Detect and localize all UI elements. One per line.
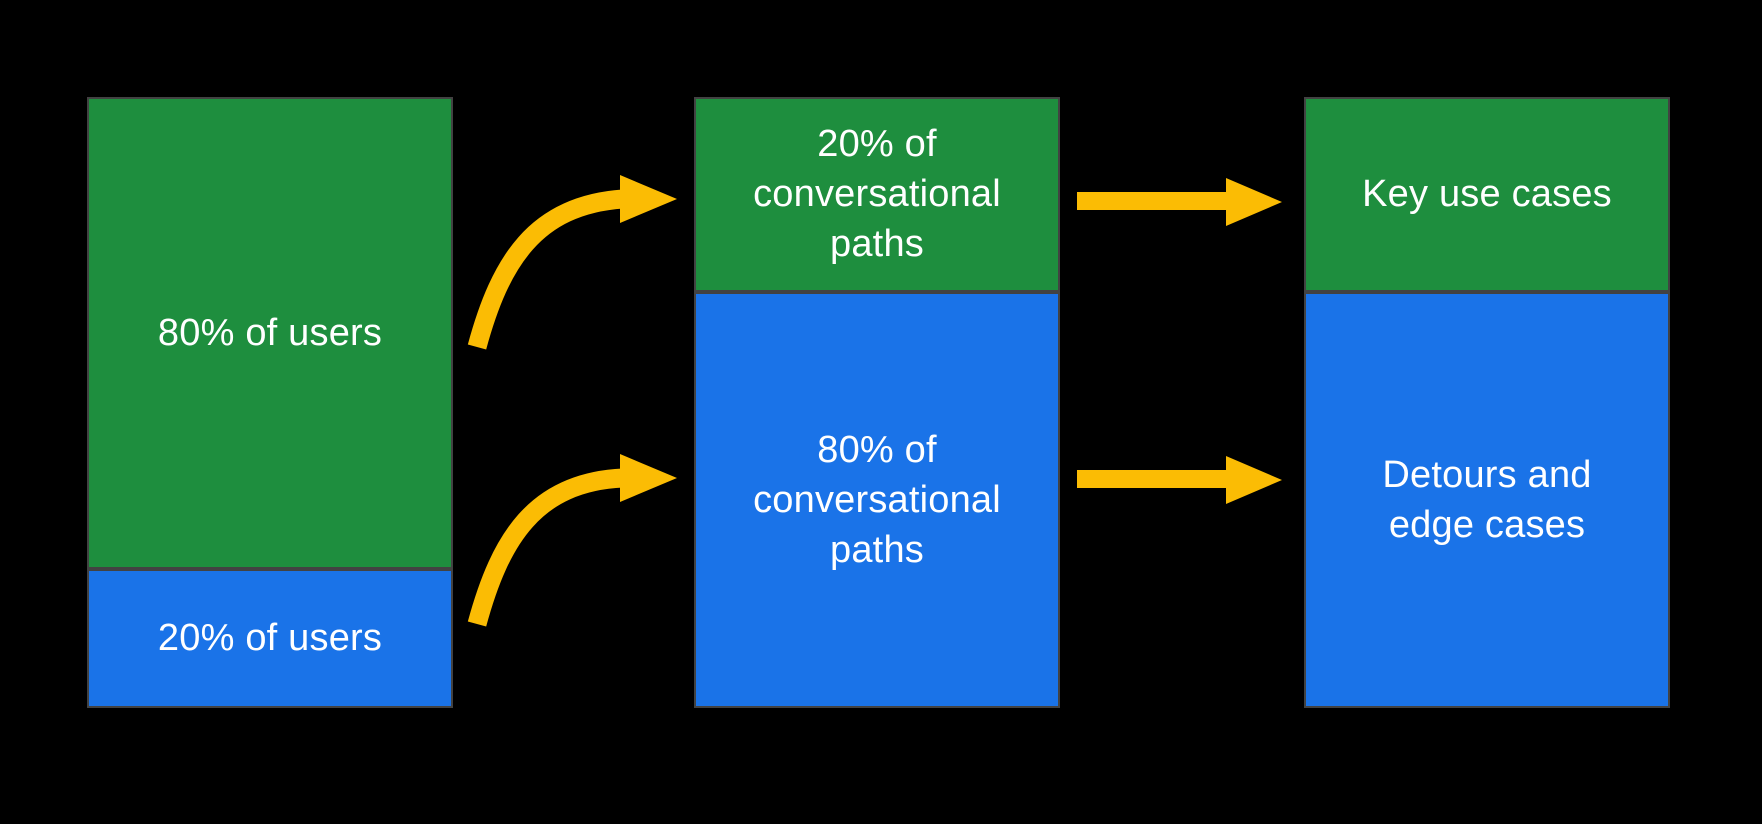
label-line: edge cases — [1388, 503, 1586, 546]
straight-arrow-paths-blue-to-detours-icon — [1077, 456, 1282, 504]
label-line: 20% of users — [157, 617, 383, 660]
curved-arrow-users-green-to-paths-green-icon — [467, 175, 677, 350]
paths-20pct-segment: 20% of conversational paths — [694, 97, 1060, 292]
paths-80pct-segment: 80% of conversational paths — [694, 291, 1060, 708]
label-line: 80% of users — [157, 311, 383, 354]
users-column: 80% of users 20% of users — [87, 97, 453, 708]
paths-20pct-label: 20% of conversational paths — [753, 119, 1001, 269]
label-line: 20% of — [817, 123, 937, 166]
label-line: Key use cases — [1362, 173, 1612, 216]
key-use-cases-segment: Key use cases — [1304, 97, 1670, 292]
paths-80pct-label: 80% of conversational paths — [753, 425, 1001, 575]
users-80pct-label: 80% of users — [158, 308, 382, 358]
label-line: paths — [830, 528, 924, 571]
straight-arrow-paths-green-to-key-use-cases-icon — [1077, 178, 1282, 226]
label-line: 80% of — [817, 428, 937, 471]
users-20pct-label: 20% of users — [158, 613, 382, 663]
key-use-cases-label: Key use cases — [1362, 169, 1612, 219]
label-line: conversational — [753, 478, 1001, 521]
label-line: Detours and — [1382, 453, 1592, 496]
users-80pct-segment: 80% of users — [87, 97, 453, 569]
label-line: conversational — [753, 173, 1001, 216]
detours-edge-cases-segment: Detours and edge cases — [1304, 291, 1670, 708]
detours-edge-cases-label: Detours and edge cases — [1382, 450, 1591, 550]
curved-arrow-users-blue-to-paths-blue-icon — [467, 454, 677, 627]
conversational-paths-column: 20% of conversational paths 80% of conve… — [694, 97, 1060, 708]
use-cases-column: Key use cases Detours and edge cases — [1304, 97, 1670, 708]
label-line: paths — [830, 223, 924, 266]
users-20pct-segment: 20% of users — [87, 568, 453, 708]
